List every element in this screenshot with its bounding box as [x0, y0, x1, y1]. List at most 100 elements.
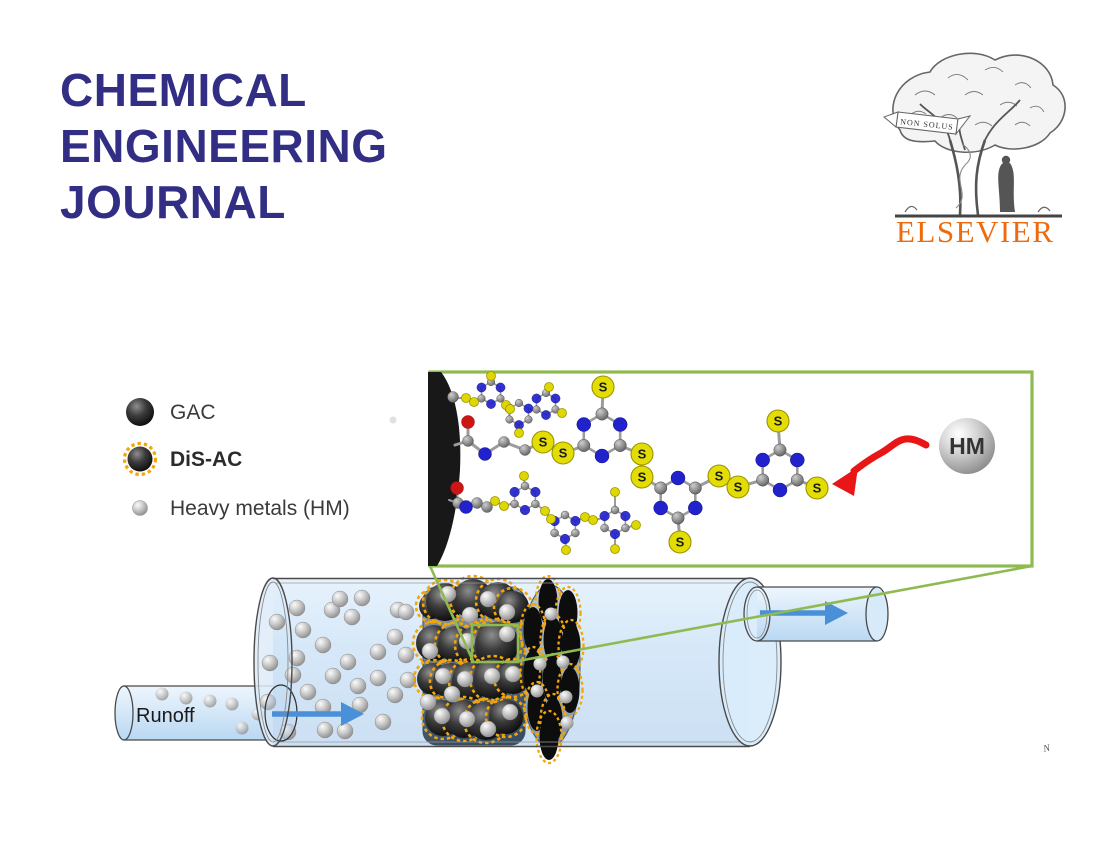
tree-foliage-texture — [909, 67, 1045, 127]
adsorbed-metal-dot — [479, 590, 497, 608]
runoff-metal-dot — [225, 697, 239, 711]
journal-masthead: CHEMICAL ENGINEERING JOURNAL — [60, 64, 388, 228]
carbon-atom — [600, 523, 609, 533]
heavy-metal-dot — [288, 599, 306, 617]
nitrogen-atom — [599, 510, 610, 522]
carbon-atom — [560, 510, 570, 520]
nitrogen-atom — [459, 500, 473, 514]
end-cap-metal-dot — [533, 657, 547, 671]
carbon-atom — [671, 511, 685, 525]
legend-disac-ring — [122, 441, 158, 477]
nitrogen-atom — [790, 452, 805, 468]
outflow-arrow-head — [825, 601, 848, 625]
sulfur-atom-small — [499, 501, 509, 511]
journal-title-line3: JOURNAL — [60, 176, 286, 228]
heavy-metal-dot — [299, 683, 317, 701]
zoom-callout — [428, 564, 1033, 664]
sulfur-atom — [551, 441, 575, 465]
sulfur-atom-small — [461, 393, 471, 403]
sulfur-label: S — [813, 481, 822, 496]
heavy-metal-dot — [343, 608, 361, 626]
inflow-arrow — [272, 702, 364, 726]
nitrogen-atom — [670, 470, 686, 486]
sulfur-atom-small — [540, 506, 550, 516]
runoff-metal-dot — [155, 687, 169, 701]
heavy-metal-dot — [386, 628, 404, 646]
dis-ac-end-ring — [535, 709, 563, 765]
nitrogen-atom — [523, 403, 534, 414]
end-cap-metal-dots — [530, 607, 574, 730]
adsorbed-metal-dot — [433, 707, 451, 725]
binding-arrow — [832, 435, 930, 496]
heavy-metal-dot — [369, 669, 387, 687]
carbon-atom — [481, 501, 493, 513]
adsorbed-metal-dot — [498, 603, 516, 621]
carbon-atom — [496, 394, 505, 403]
legend-gac-sphere — [126, 398, 154, 426]
dis-ac-end-particle — [527, 685, 547, 731]
sulfur-atom-small — [469, 397, 479, 407]
sulfur-atom-small — [544, 382, 554, 392]
callout-line-right — [517, 564, 1033, 663]
adsorbed-metal-dot — [483, 667, 501, 685]
nitrogen-atom — [755, 452, 770, 468]
nitrogen-atom — [570, 515, 581, 527]
carbon-atom — [613, 439, 627, 452]
adsorbed-metal-dot — [498, 625, 516, 643]
runoff-metal-dot — [179, 691, 193, 705]
heavy-metal-dot — [349, 677, 367, 695]
sulfur-label: S — [539, 435, 548, 450]
sulfur-atom-small — [505, 404, 515, 414]
chain-atoms — [447, 391, 531, 514]
carbon-atom — [621, 523, 630, 533]
sulfur-label: S — [559, 446, 568, 461]
sulfur-atom — [630, 442, 654, 466]
sulfur-atom — [591, 375, 615, 399]
carbon-atom — [577, 439, 591, 452]
carbon-atom — [477, 394, 486, 403]
heavy-metal-dot — [316, 721, 334, 739]
nitrogen-atom — [530, 486, 541, 498]
sulfur-label: S — [599, 380, 608, 395]
heavy-metal-dot — [399, 671, 417, 689]
sulfur-atom — [726, 475, 750, 499]
nitrogen-atom — [541, 410, 551, 420]
cylinder-outline — [253, 577, 750, 748]
heavy-metal-dot — [314, 636, 332, 654]
sulfur-label: S — [638, 447, 647, 462]
heavy-metal-dot — [397, 646, 415, 664]
adsorbed-metal-dot — [479, 720, 497, 738]
carbon-atom — [462, 435, 474, 447]
figure-body — [998, 161, 1015, 212]
callout-line-left — [428, 565, 475, 662]
carbon-atom — [654, 481, 668, 495]
legend-gac-label: GAC — [170, 401, 216, 424]
carbon-atom — [471, 497, 483, 509]
adsorbed-metal-dot — [458, 710, 476, 728]
carbon-atom — [505, 415, 514, 424]
end-cap-metal-dot — [556, 655, 570, 669]
carbon-atom — [519, 444, 531, 456]
hm-sphere-label: HM — [949, 433, 985, 459]
heavy-metal-dot — [386, 686, 404, 704]
adsorbed-metal-dot — [421, 642, 439, 660]
oxygen-atom — [461, 415, 475, 429]
runoff-metal-dot — [235, 721, 249, 735]
journal-title-line2: ENGINEERING — [60, 120, 388, 172]
nitrogen-atom — [476, 382, 487, 393]
nitrogen-atom — [509, 486, 520, 498]
heavy-metal-dot — [336, 722, 354, 740]
carbon-atom — [514, 398, 524, 408]
elsevier-wordmark: ELSEVIER — [896, 214, 1054, 249]
end-cap-metal-dot — [544, 607, 558, 621]
carbon-atom — [790, 473, 804, 487]
motto-banner-tails — [883, 111, 972, 136]
heavy-metal-dots — [259, 589, 417, 741]
carbon-atom — [498, 436, 510, 448]
dis-ac-end-ring — [556, 662, 584, 718]
oxygen-atom — [450, 481, 464, 495]
heavy-metal-dot — [374, 713, 392, 731]
heavy-metal-dot — [339, 653, 357, 671]
